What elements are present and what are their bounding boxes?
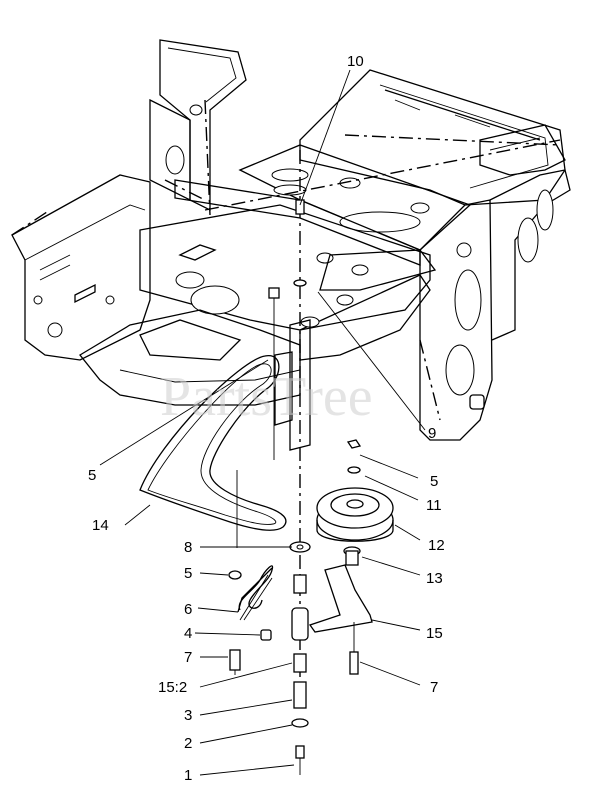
callout-10: 10 (347, 53, 364, 70)
callout-5-idler-nut: 5 (430, 473, 438, 490)
spring-stack (228, 287, 280, 675)
callout-labels: 10 9 5 5 11 14 12 8 13 5 6 15 4 7 7 15:2… (88, 53, 445, 784)
callout-5-spring-nut: 5 (184, 565, 192, 582)
right-hardware (346, 439, 362, 474)
callout-14: 14 (92, 517, 109, 534)
callout-4: 4 (184, 625, 192, 642)
callout-11: 11 (426, 497, 442, 514)
callout-7-right: 7 (430, 679, 438, 696)
callout-15: 15 (426, 625, 443, 642)
leader-lines (99, 69, 426, 776)
callout-13: 13 (426, 570, 443, 587)
callout-8: 8 (184, 539, 192, 556)
callout-1: 1 (184, 767, 192, 784)
assembly-lines (11, 99, 561, 700)
callout-5-belt-guide: 5 (88, 467, 96, 484)
callout-12: 12 (428, 537, 445, 554)
callout-7-left: 7 (184, 649, 192, 666)
v-belt (139, 355, 287, 531)
callout-2: 2 (184, 735, 192, 752)
callout-15-2: 15:2 (158, 679, 187, 696)
callout-9: 9 (428, 425, 436, 442)
chassis-frame (11, 39, 571, 451)
idler-pulley (316, 487, 394, 542)
idler-bracket (308, 546, 373, 675)
callout-6: 6 (184, 601, 192, 618)
callout-3: 3 (184, 707, 192, 724)
watermark-text: PartsTree (160, 366, 373, 428)
spindle-stack (289, 199, 311, 775)
